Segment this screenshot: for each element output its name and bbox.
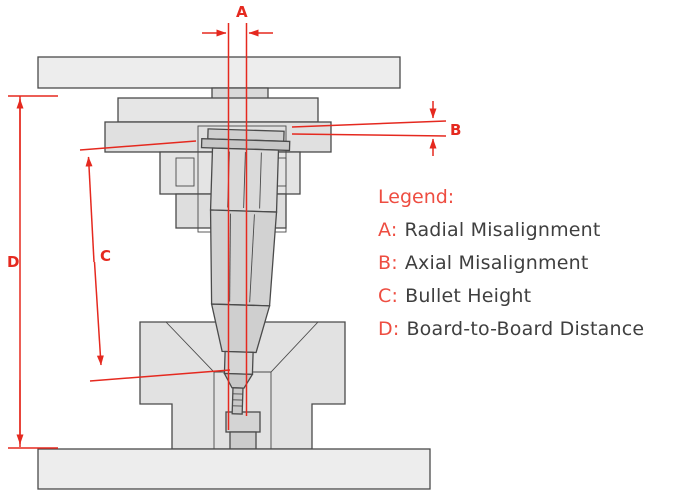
- dimension-b-label: B: [450, 121, 461, 139]
- legend-label-c: Bullet Height: [405, 285, 532, 307]
- bottom-nut: [225, 411, 261, 433]
- assembly-drawing: [37, 56, 431, 490]
- dimension-c: C: [79, 140, 231, 382]
- legend-entry-d: D: Board-to-Board Distance: [378, 313, 644, 346]
- dimension-a-label: A: [236, 3, 248, 21]
- dimension-d-label: D: [7, 253, 19, 271]
- bottom-board: [37, 448, 431, 490]
- legend-key-b: B:: [378, 252, 398, 274]
- bullet-pin: [231, 387, 244, 415]
- legend-title: Legend:: [378, 186, 455, 208]
- legend-entry-a: A: Radial Misalignment: [378, 214, 644, 247]
- legend-label-a: Radial Misalignment: [404, 219, 601, 241]
- legend-entry-c: C: Bullet Height: [378, 280, 644, 313]
- dimension-a: A: [202, 3, 273, 430]
- bullet: [200, 128, 291, 415]
- dimension-c-label: C: [100, 247, 111, 265]
- dimension-b: B: [291, 101, 461, 156]
- legend-entry-b: B: Axial Misalignment: [378, 247, 644, 280]
- dimension-d: D: [7, 95, 58, 449]
- legend-key-c: C:: [378, 285, 399, 307]
- top-board: [37, 56, 401, 89]
- legend-label-b: Axial Misalignment: [404, 252, 589, 274]
- legend-label-d: Board-to-Board Distance: [406, 318, 645, 340]
- legend-key-a: A:: [378, 219, 398, 241]
- legend: Legend: A: Radial Misalignment B: Axial Mi…: [378, 181, 644, 346]
- legend-key-d: D:: [378, 318, 400, 340]
